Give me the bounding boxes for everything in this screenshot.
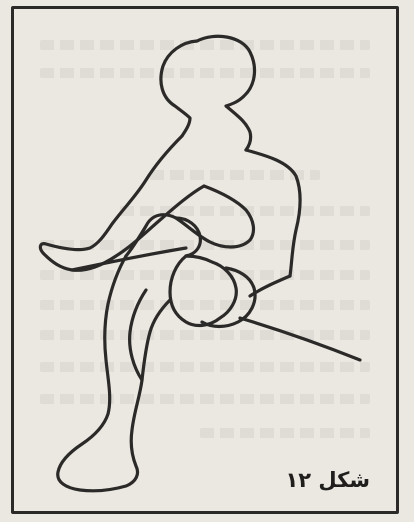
figure-back-outline [246,150,300,276]
figure-caption: شکل ۱۲ [285,468,370,492]
figure-shin-outline [202,268,255,327]
figure-leg-outline [58,256,170,491]
figure-knee-outline [170,256,236,325]
figure-seat-outline [250,276,290,296]
figure-head-outline [197,36,255,150]
figure-stick-line [240,318,360,360]
figure-face-outline [161,41,197,136]
